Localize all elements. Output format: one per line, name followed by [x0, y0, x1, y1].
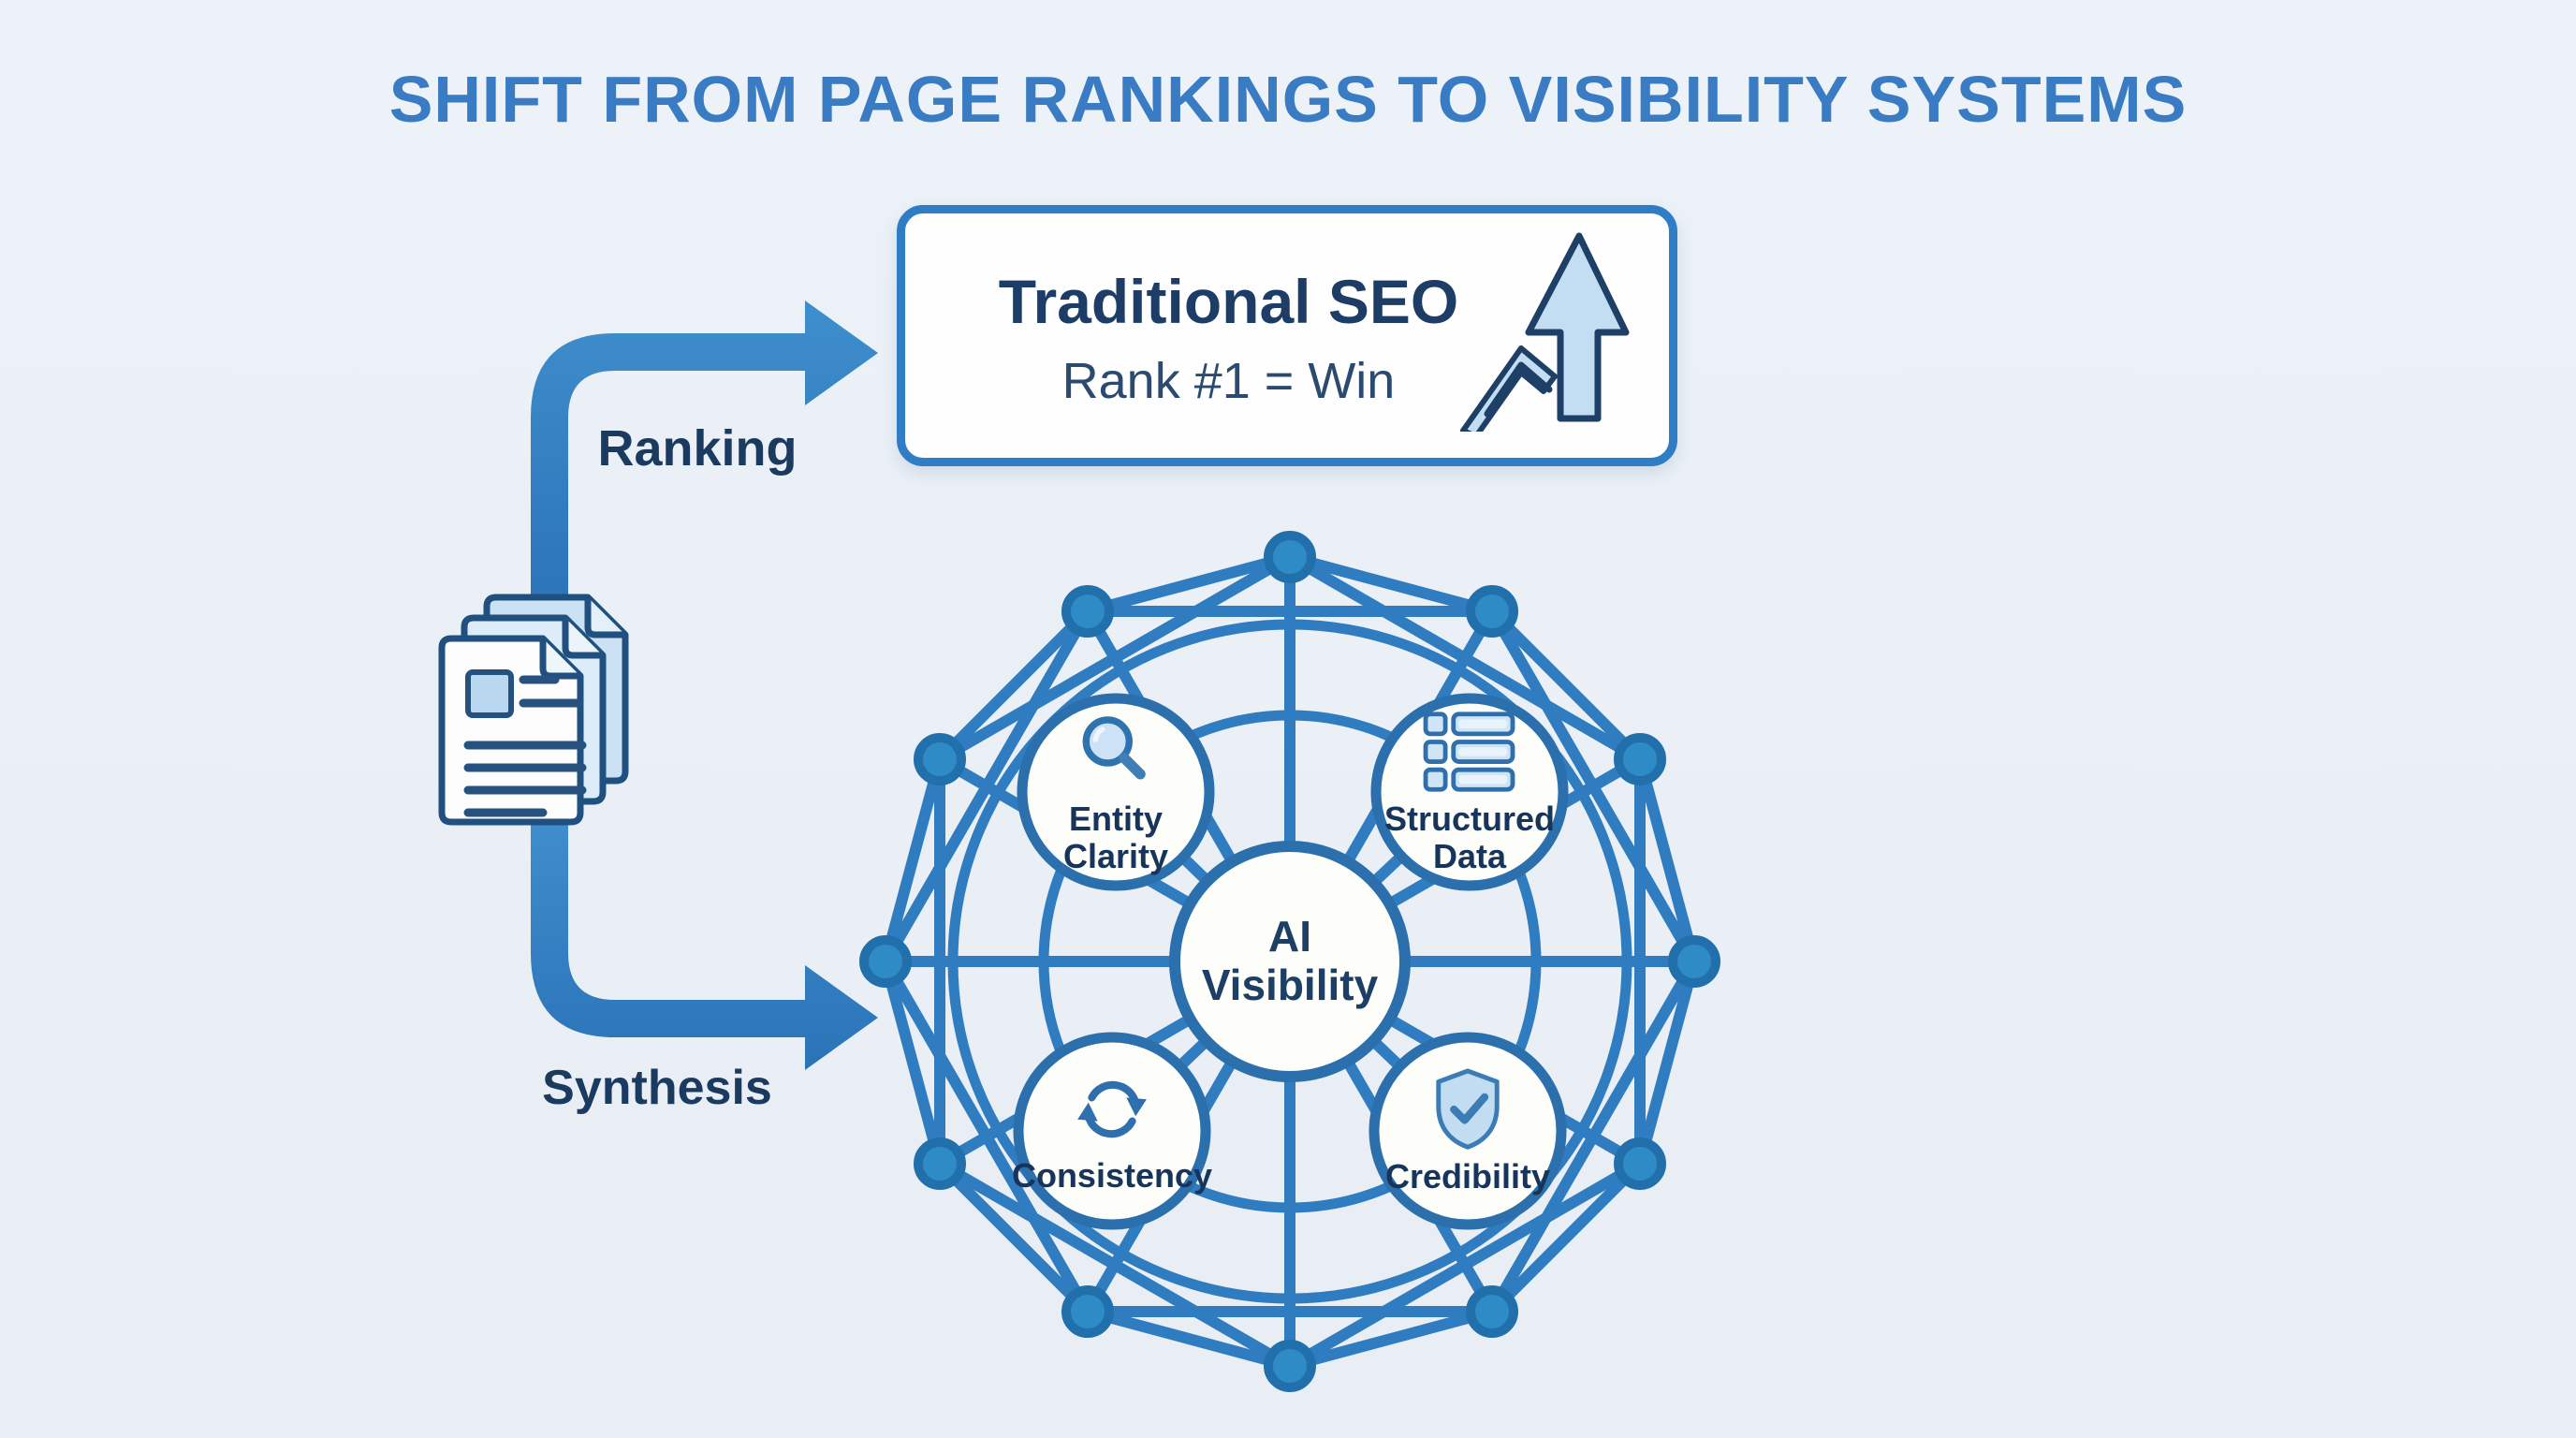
- network-node: [1061, 1285, 1114, 1338]
- network-node: [1264, 531, 1316, 583]
- network-node: [1061, 585, 1114, 638]
- network-node: [1466, 1285, 1518, 1338]
- center-circle-ai-visibility: [1169, 841, 1411, 1082]
- network-node: [914, 1137, 966, 1190]
- satellite-circle-structured-data: [1370, 693, 1569, 891]
- network-node: [1668, 935, 1720, 988]
- satellite-circle-credibility: [1368, 1032, 1567, 1230]
- network-node: [1614, 733, 1666, 785]
- documents-icon: [438, 594, 629, 826]
- ranking-label: Ranking: [597, 420, 798, 477]
- doc-image-placeholder: [465, 669, 514, 718]
- doc-text-lines: [463, 675, 587, 817]
- page-title: SHIFT FROM PAGE RANKINGS TO VISIBILITY S…: [388, 63, 2188, 136]
- ranking-arrow: [531, 301, 878, 618]
- traditional-seo-title: Traditional SEO: [998, 266, 1459, 336]
- traditional-seo-box: Traditional SEO Rank #1 = Win: [897, 205, 1677, 466]
- traditional-seo-subtitle: Rank #1 = Win: [1061, 352, 1396, 409]
- network-node: [914, 733, 966, 785]
- network-node: [859, 935, 912, 988]
- rank-up-arrow-icon: [1460, 232, 1630, 432]
- network-node: [1466, 585, 1518, 638]
- network-node: [1614, 1137, 1666, 1190]
- concept-circles: [1013, 693, 1569, 1230]
- satellite-circle-consistency: [1013, 1032, 1211, 1230]
- traditional-seo-text: Traditional SEO Rank #1 = Win: [980, 213, 1477, 458]
- synthesis-arrow: [531, 814, 878, 1070]
- network-node: [1264, 1340, 1316, 1392]
- network-nodes: [859, 531, 1720, 1392]
- satellite-circle-entity-clarity: [1017, 693, 1215, 891]
- synthesis-label: Synthesis: [542, 1061, 772, 1115]
- growth-chevron-icon: [1460, 345, 1558, 432]
